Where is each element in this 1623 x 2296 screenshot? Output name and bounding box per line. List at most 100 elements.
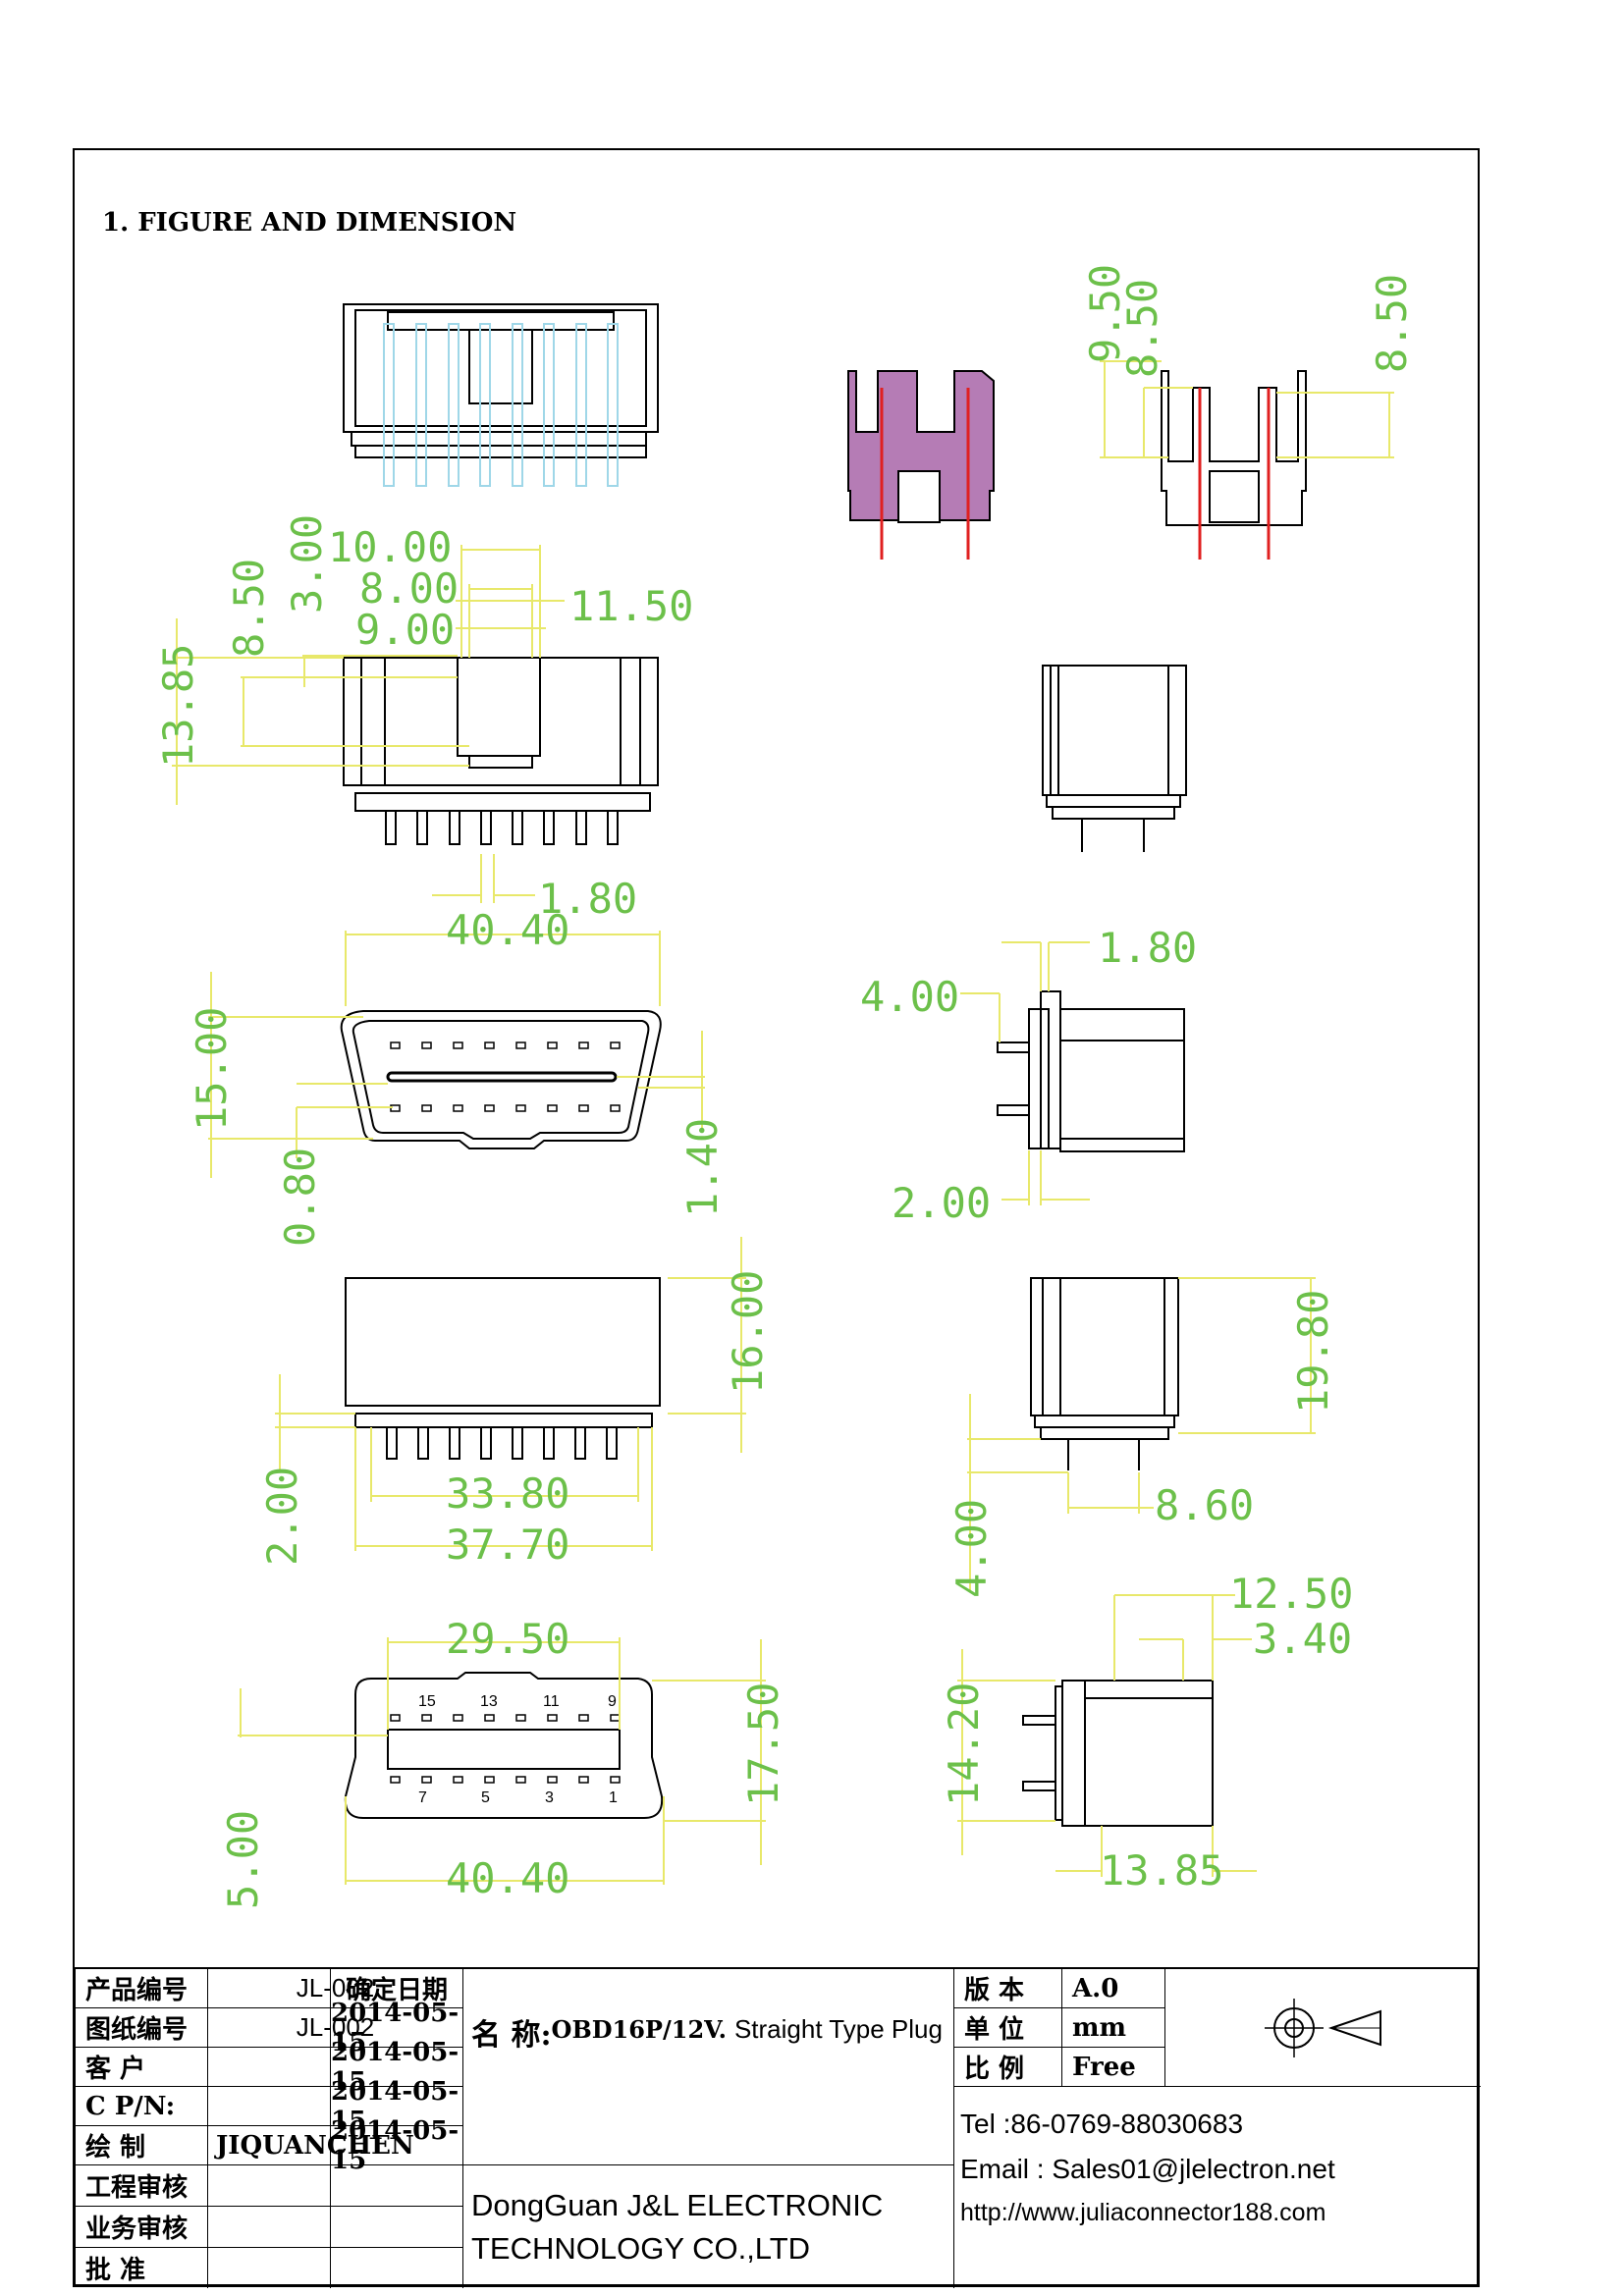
dim-sv2-4-00: 4.00 [947, 1499, 996, 1598]
side-view-top [1161, 370, 1307, 560]
dim-8: 8.00 [359, 564, 459, 613]
side-view-pins-dims [960, 941, 1090, 1205]
front-view-dims [172, 545, 565, 903]
dim-5-00: 5.00 [219, 1810, 267, 1909]
dim-8-50: 8.50 [225, 559, 273, 658]
label-drawing-no: 图纸编号 [76, 2008, 208, 2048]
front-view [343, 657, 659, 845]
dim-40-40-bottom: 40.40 [446, 1854, 569, 1902]
side-view-lower [1030, 1277, 1179, 1470]
dim-37-70: 37.70 [446, 1521, 569, 1569]
side-view-middle [1042, 665, 1187, 852]
dim-33-80: 33.80 [446, 1469, 569, 1518]
value-version: A.0 [1062, 1969, 1165, 2008]
pin-label-13: 13 [480, 1693, 498, 1710]
side-view-pins [997, 990, 1185, 1152]
label-business-review: 业务审核 [76, 2207, 208, 2248]
label-cpn: C P/N: [76, 2087, 208, 2126]
dim-side-850a: 8.50 [1118, 279, 1166, 378]
dim-sv-4-00: 4.00 [860, 973, 959, 1021]
dim-29-50: 29.50 [446, 1615, 569, 1663]
contact-web[interactable]: http://www.juliaconnector188.com [960, 2199, 1326, 2226]
company-line-2: TECHNOLOGY CO.,LTD [471, 2230, 811, 2266]
pin-label-11: 11 [543, 1693, 560, 1710]
pin-label-9: 9 [608, 1693, 617, 1710]
pin-label-7: 7 [418, 1789, 427, 1806]
section-heading: 1. FIGURE AND DIMENSION [102, 208, 517, 238]
side-view-bottom-dims [957, 1594, 1257, 1877]
value-approve [208, 2248, 331, 2288]
body-view [345, 1277, 661, 1460]
name-label: 名 称: [471, 2018, 552, 2053]
dim-13-85: 13.85 [154, 644, 202, 768]
value-engineering-review [208, 2165, 331, 2207]
dim-13-85-bottom: 13.85 [1100, 1846, 1223, 1895]
dim-16: 16.00 [724, 1270, 772, 1394]
date-empty-3 [331, 2248, 463, 2288]
title-block: 产品编号 图纸编号 客 户 C P/N: 绘 制 工程审核 业务审核 批 准 J… [74, 1967, 1481, 2288]
dim-19-80: 19.80 [1289, 1290, 1337, 1414]
dim-11-50: 11.50 [569, 582, 693, 630]
face-view-dims [208, 931, 705, 1178]
dim-side-950: 9.50 [1081, 264, 1129, 363]
side-view-lower-dims [967, 1277, 1316, 1590]
label-version: 版 本 [954, 1969, 1062, 2008]
dim-15: 15.00 [188, 1007, 236, 1131]
side-view-top-dims [1100, 360, 1394, 458]
dim-0-80: 0.80 [276, 1148, 324, 1247]
body-view-dims [275, 1237, 746, 1551]
side-view-bottom [1022, 1680, 1214, 1827]
pin-label-1: 1 [609, 1789, 618, 1806]
contact-area: Tel :86-0769-88030683 Email : Sales01@jl… [954, 2087, 1481, 2288]
label-unit: 单 位 [954, 2008, 1062, 2048]
product-name-area: 名 称: OBD16P/12V. Straight Type Plug [463, 1969, 954, 2165]
label-scale: 比 例 [954, 2048, 1062, 2087]
contact-email: Email : Sales01@jlelectron.net [960, 2154, 1335, 2184]
projection-symbol-cell [1165, 1969, 1481, 2087]
dim-12-50: 12.50 [1229, 1570, 1353, 1618]
value-scale: Free [1062, 2048, 1165, 2087]
dim-pitch: 1.80 [538, 875, 637, 923]
dim-1-40: 1.40 [678, 1118, 727, 1217]
face-view-numbered [344, 1672, 664, 1819]
dim-14-20: 14.20 [940, 1682, 988, 1806]
dim-17-50: 17.50 [739, 1682, 787, 1806]
dim-40-40-top: 40.40 [446, 906, 569, 954]
dim-10: 10.00 [328, 523, 452, 571]
pin-label-15: 15 [418, 1693, 436, 1710]
name-desc: Straight Type Plug [733, 2014, 943, 2044]
top-view [343, 303, 659, 487]
dim-3-40: 3.40 [1253, 1615, 1352, 1663]
dim-8-60: 8.60 [1155, 1481, 1254, 1529]
contact-tel: Tel :86-0769-88030683 [960, 2109, 1244, 2139]
section-view [847, 370, 995, 560]
date-empty-1 [331, 2165, 463, 2207]
value-business-review [208, 2207, 331, 2248]
label-approve: 批 准 [76, 2248, 208, 2288]
company-name: DongGuan J&L ELECTRONIC TECHNOLOGY CO.,L… [463, 2165, 954, 2288]
label-customer: 客 户 [76, 2048, 208, 2087]
date-header: 确定日期 [331, 1969, 463, 2008]
dim-sv-1-80: 1.80 [1098, 924, 1197, 972]
dim-9: 9.00 [355, 606, 455, 654]
face-view-numbered-dims [238, 1637, 766, 1885]
date-empty-2 [331, 2207, 463, 2248]
value-unit: mm [1062, 2008, 1165, 2048]
sheet-border [73, 148, 1480, 2287]
value-drafter: JIQUANCHEN [208, 2126, 414, 2165]
pin-label-5: 5 [481, 1789, 490, 1806]
label-engineering-review: 工程审核 [76, 2165, 208, 2207]
dim-sv-2-00: 2.00 [892, 1179, 991, 1227]
name-code: OBD16P/12V. [551, 2015, 727, 2044]
dim-2: 2.00 [258, 1467, 306, 1566]
date-drawing: 2014-05-15 [331, 1999, 463, 2057]
projection-icon [1264, 1998, 1381, 2057]
label-drafter: 绘 制 [76, 2126, 208, 2165]
pin-label-3: 3 [545, 1789, 554, 1806]
date-drafter: 2014-05-15 [331, 2116, 463, 2175]
dim-side-850b: 8.50 [1368, 274, 1416, 373]
dim-3: 3.00 [283, 514, 331, 614]
company-line-1: DongGuan J&L ELECTRONIC [471, 2187, 884, 2222]
face-view [340, 1010, 662, 1149]
